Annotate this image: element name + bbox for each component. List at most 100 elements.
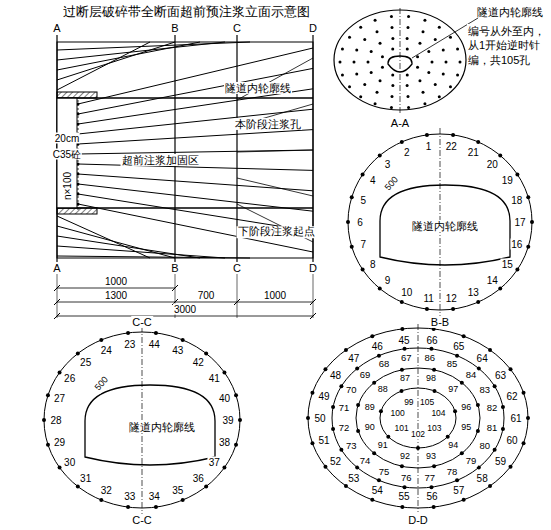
hole-number: 5 — [359, 195, 367, 206]
hole-number: 37 — [208, 456, 221, 467]
grout-hole-dot — [359, 95, 362, 98]
grout-hole-dot — [453, 409, 457, 413]
section-letter: C — [232, 22, 242, 34]
grout-hole-dot — [361, 268, 365, 272]
grout-hole-dot — [341, 48, 344, 51]
grout-ring — [348, 134, 532, 310]
grout-hole-dot — [425, 133, 429, 137]
hole-number: 91 — [377, 441, 389, 451]
grout-hole-line — [78, 109, 313, 134]
grout-hole-dot — [400, 140, 404, 144]
grout-hole-dot — [379, 409, 383, 413]
grout-hole-dot — [355, 72, 358, 75]
grout-hole-dot — [391, 73, 394, 76]
grout-hole-dot — [476, 300, 480, 304]
hole-number: 70 — [345, 385, 358, 395]
grout-hole-dot — [306, 416, 310, 420]
grout-hole-dot — [456, 73, 459, 76]
hole-number: 86 — [423, 353, 436, 363]
hole-number: 28 — [49, 415, 62, 426]
hole-number: 53 — [347, 472, 360, 483]
grout-hole-dot — [493, 448, 497, 452]
hole-number: 10 — [400, 287, 413, 298]
grout-hole-dot — [391, 37, 394, 40]
dimension-tick — [54, 299, 60, 305]
grout-hole-dot — [515, 268, 519, 272]
note-label: 隧道内轮廓线 — [476, 6, 544, 18]
center-line — [400, 8, 401, 114]
hole-number: 40 — [218, 393, 231, 404]
hole-number: 77 — [423, 473, 436, 483]
grout-hole-dot — [423, 19, 426, 22]
grout-hole-dot — [522, 441, 526, 445]
grout-hole-dot — [356, 403, 360, 407]
hole-number: 18 — [510, 195, 523, 206]
grout-hole-dot — [442, 49, 445, 52]
hole-number: 3 — [384, 158, 392, 169]
hole-number: 102 — [410, 430, 426, 439]
hole-number: 99 — [403, 398, 414, 407]
dimension-label: 700 — [197, 290, 216, 301]
hole-number: 85 — [446, 358, 459, 368]
grout-hole-dot — [391, 26, 394, 29]
hole-number: 75 — [378, 467, 391, 477]
grout-hole-dot — [462, 334, 466, 338]
section-letter: D — [308, 22, 318, 34]
grout-hole-dot — [522, 391, 526, 395]
grout-hole-dot — [407, 106, 410, 109]
center-line — [418, 324, 419, 512]
grout-hole-dot — [99, 338, 103, 342]
section-letter: B — [170, 262, 179, 274]
hole-number: 105 — [419, 398, 435, 407]
grout-hole-dot — [406, 48, 409, 51]
grout-hole-dot — [42, 418, 46, 422]
grout-hole-dot — [234, 393, 238, 397]
hole-number: 79 — [465, 456, 478, 466]
hole-number: 68 — [378, 358, 391, 368]
grout-hole-dot — [370, 71, 373, 74]
hole-number: 57 — [452, 484, 465, 495]
grout-hole-dot — [346, 220, 350, 224]
section-title: A-A — [390, 117, 410, 129]
hole-number: 16 — [510, 238, 523, 249]
grout-hole-dot — [477, 465, 481, 469]
hole-number: 72 — [338, 422, 351, 432]
hole-number: 27 — [53, 393, 66, 404]
grout-hole-dot — [462, 498, 466, 502]
hole-number: 95 — [460, 423, 472, 433]
grout-hole-dot — [370, 334, 374, 338]
hole-number: 2 — [403, 146, 411, 157]
hole-number: 73 — [345, 440, 358, 450]
hole-number: 84 — [465, 370, 478, 380]
grout-hole-dot — [400, 505, 404, 509]
grout-hole-dot — [372, 381, 376, 385]
grout-hole-dot — [323, 465, 327, 469]
grout-hole-dot — [154, 331, 158, 335]
hatched-slab — [57, 208, 97, 214]
grout-hole-dot — [445, 61, 448, 64]
grout-hole-dot — [46, 393, 50, 397]
hole-number: 33 — [123, 491, 136, 502]
section-letter: B — [170, 22, 179, 34]
grout-hole-dot — [427, 50, 430, 53]
next-stage-grout-hole — [237, 178, 313, 196]
previous-grout-hole — [57, 42, 200, 70]
hole-number: 54 — [371, 484, 384, 495]
hole-number: 98 — [425, 374, 437, 384]
grout-hole-dot — [353, 61, 356, 64]
grout-hole-dot — [391, 48, 394, 51]
grout-hole-dot — [418, 79, 421, 82]
hole-number: 82 — [486, 403, 499, 413]
hole-number: 4 — [369, 175, 377, 186]
grout-hole-dot — [350, 245, 354, 249]
hole-number: 64 — [476, 353, 489, 364]
grout-hole-dot — [459, 61, 462, 64]
grout-hole-dot — [530, 220, 534, 224]
extension-line — [237, 274, 238, 318]
extension-line — [313, 274, 314, 318]
grout-hole-dot — [372, 451, 376, 455]
grout-hole-dot — [460, 381, 464, 385]
hole-number: 93 — [425, 452, 437, 462]
hole-number: 104 — [430, 410, 446, 419]
grout-hole-dot — [204, 485, 208, 489]
